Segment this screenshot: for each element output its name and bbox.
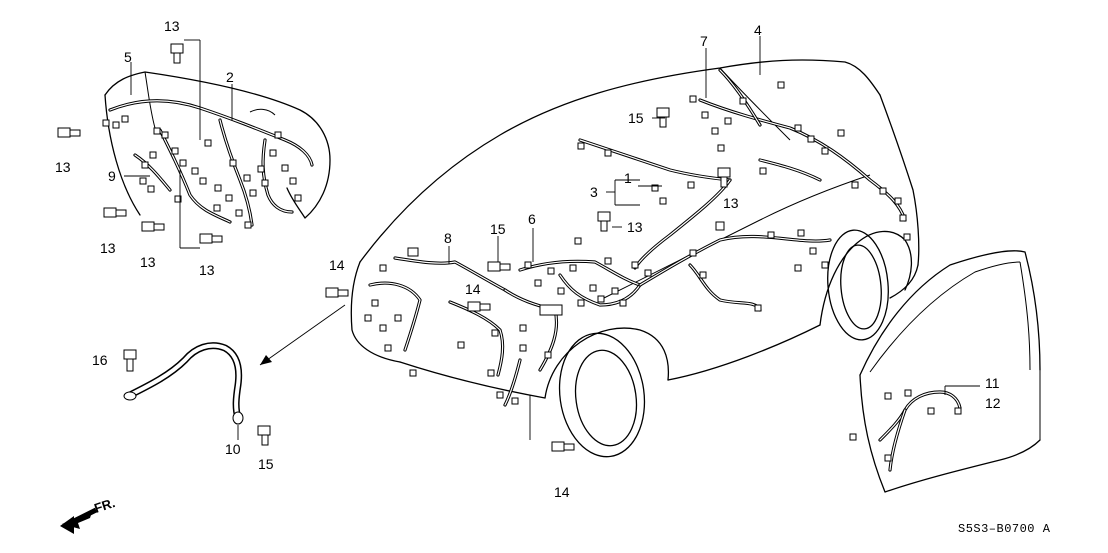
callout-13: 13 [164, 18, 180, 34]
callout-6: 6 [528, 211, 536, 227]
callout-13: 13 [140, 254, 156, 270]
bolt-13-lower-1 [103, 207, 127, 218]
detail-arrow [259, 304, 346, 366]
engine-connectors [364, 247, 563, 405]
callout-16: 16 [92, 352, 108, 368]
ground-cable [123, 342, 271, 446]
bolt-13-left [57, 127, 81, 138]
callout-13: 13 [723, 195, 739, 211]
callout-15: 15 [258, 456, 274, 472]
callout-11: 11 [985, 375, 1000, 391]
callout-15: 15 [628, 110, 644, 126]
roof-connectors [689, 81, 911, 241]
callout-13: 13 [199, 262, 215, 278]
diagram-code: S5S3–B0700 A [958, 522, 1051, 536]
callout-8: 8 [444, 230, 452, 246]
front-direction-arrow: FR. [60, 495, 117, 534]
callout-2: 2 [226, 69, 234, 85]
callout-13: 13 [55, 159, 71, 175]
callout-10: 10 [225, 441, 241, 457]
callout-3: 3 [590, 184, 598, 200]
bolt-13-top [170, 43, 184, 64]
bolt-14-engine [467, 301, 491, 312]
callout-13: 13 [100, 240, 116, 256]
bolt-13-floor [597, 211, 611, 232]
car-body-outline [350, 59, 920, 458]
callout-15: 15 [490, 221, 506, 237]
floor-connectors [524, 142, 829, 312]
callout-14: 14 [465, 281, 481, 297]
callout-7: 7 [700, 33, 708, 49]
roof-harness [698, 68, 907, 222]
callout-14: 14 [554, 484, 570, 500]
bolt-15-roof [656, 107, 670, 128]
door-harness [849, 389, 962, 472]
callout-1: 1 [624, 170, 632, 186]
bolt-14-left [325, 287, 349, 298]
dashboard-connectors [102, 115, 302, 229]
dashboard-harness [108, 99, 314, 227]
callout-14: 14 [329, 257, 345, 273]
front-label: FR. [92, 495, 117, 516]
door-outline [859, 250, 1041, 493]
bolt-13-lower-3 [199, 233, 223, 244]
callouts: 13 5 2 13 9 13 13 13 7 4 15 1 3 13 13 6 … [55, 18, 1001, 500]
leader-lines [124, 36, 980, 440]
callout-13: 13 [627, 219, 643, 235]
bolt-13-rear [717, 167, 731, 188]
callout-4: 4 [754, 22, 762, 38]
engine-harness [368, 256, 559, 407]
callout-12: 12 [985, 395, 1001, 411]
bolt-13-lower-2 [141, 221, 165, 232]
floor-harness [518, 138, 832, 312]
bolt-15-engine [487, 261, 511, 272]
callout-5: 5 [124, 49, 132, 65]
callout-9: 9 [108, 168, 116, 184]
bolt-14-bottom [551, 441, 575, 452]
